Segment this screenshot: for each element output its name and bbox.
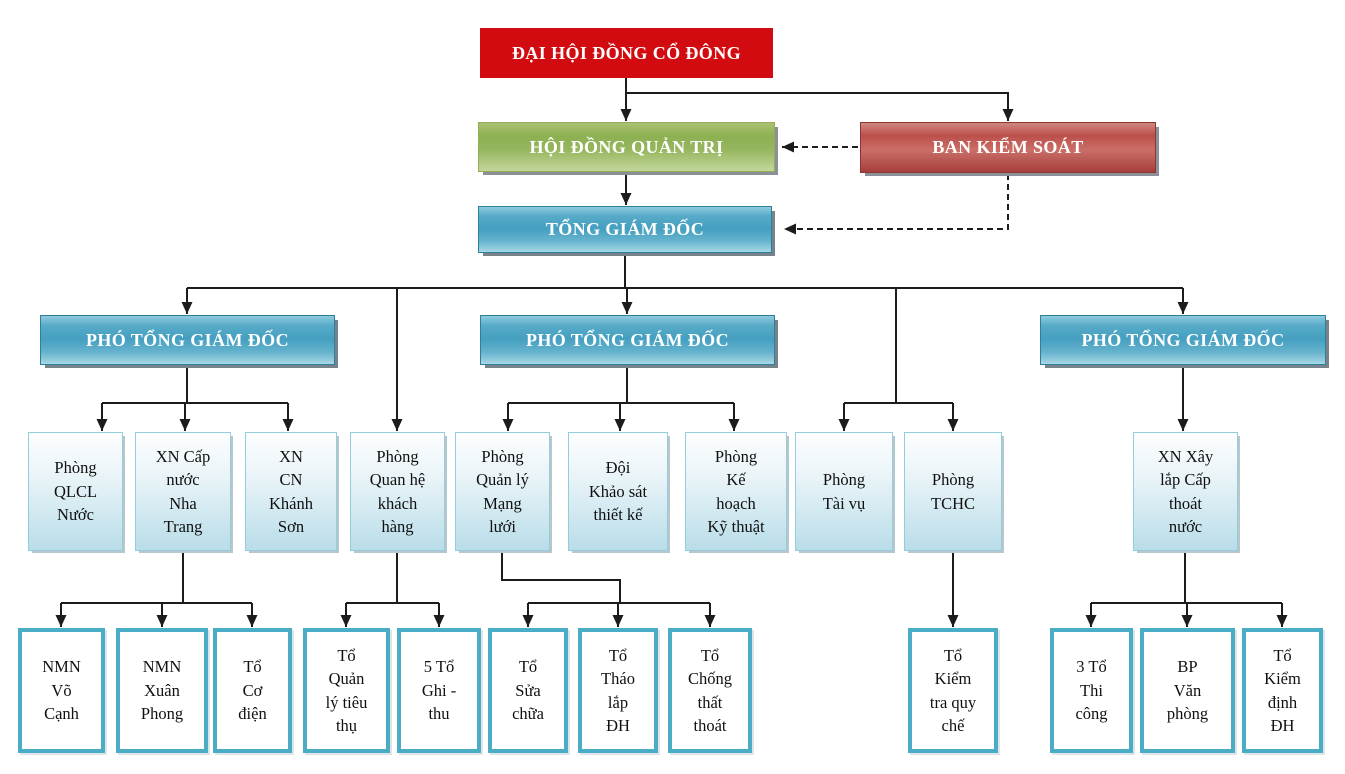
node-label: XN Cấp nước Nha Trang	[155, 446, 211, 536]
node-label: PHÓ TỔNG GIÁM ĐỐC	[1081, 329, 1285, 350]
node-team-to-thao-lap-dh: Tổ Tháo lắp ĐH	[578, 628, 658, 753]
node-team-bp-van-phong: BP Văn phòng	[1140, 628, 1235, 753]
node-label: XN Xây lắp Cấp thoát nước	[1157, 446, 1214, 536]
node-dept-quan-ly-mang-luoi: Phòng Quản lý Mạng lưới	[455, 432, 550, 551]
node-label: BP Văn phòng	[1166, 657, 1209, 724]
node-board-of-directors: HỘI ĐỒNG QUẢN TRỊ	[478, 122, 775, 172]
node-label: Tổ Kiểm tra quy chế	[929, 645, 977, 735]
node-label: Phòng Quản lý Mạng lưới	[476, 446, 529, 536]
node-shareholders-meeting: ĐẠI HỘI ĐỒNG CỔ ĐÔNG	[480, 28, 773, 78]
node-dept-tchc: Phòng TCHC	[904, 432, 1002, 551]
node-team-5-to-ghi-thu: 5 Tổ Ghi - thu	[397, 628, 481, 753]
node-label: Tổ Quản lý tiêu thụ	[325, 645, 368, 735]
node-label: Tổ Kiểm định ĐH	[1264, 645, 1301, 735]
node-label: Phòng Tài vụ	[822, 470, 866, 513]
node-dept-quan-he-khach-hang: Phòng Quan hệ khách hàng	[350, 432, 445, 551]
node-dept-tai-vu: Phòng Tài vụ	[795, 432, 893, 551]
node-label: BAN KIỂM SOÁT	[932, 137, 1084, 157]
node-label: Phòng QLCL Nước	[53, 458, 98, 525]
node-team-nmn-xuan-phong: NMN Xuân Phong	[116, 628, 208, 753]
node-deputy-general-director-left: PHÓ TỔNG GIÁM ĐỐC	[40, 315, 335, 365]
node-team-nmn-vo-canh: NMN Võ Cạnh	[18, 628, 105, 753]
node-label: Phòng TCHC	[930, 470, 975, 513]
node-label: HỘI ĐỒNG QUẢN TRỊ	[529, 136, 724, 157]
node-dept-doi-khao-sat-thiet-ke: Đội Khảo sát thiết kế	[568, 432, 668, 551]
node-deputy-general-director-mid: PHÓ TỔNG GIÁM ĐỐC	[480, 315, 775, 365]
node-label: ĐẠI HỘI ĐỒNG CỔ ĐÔNG	[511, 42, 741, 63]
node-deputy-general-director-right: PHÓ TỔNG GIÁM ĐỐC	[1040, 315, 1326, 365]
node-general-director: TỔNG GIÁM ĐỐC	[478, 206, 772, 253]
node-label: 3 Tổ Thi công	[1075, 657, 1108, 724]
node-label: NMN Xuân Phong	[140, 657, 184, 724]
node-label: Tổ Sửa chữa	[512, 657, 544, 724]
node-team-to-quan-ly-tieu-thu: Tổ Quản lý tiêu thụ	[303, 628, 390, 753]
node-label: PHÓ TỔNG GIÁM ĐỐC	[526, 329, 729, 350]
node-label: Tổ Chống thất thoát	[687, 645, 732, 735]
solid-connectors	[55, 78, 1288, 627]
node-label: TỔNG GIÁM ĐỐC	[545, 219, 705, 239]
node-label: Tổ Cơ điện	[238, 657, 267, 724]
node-label: Phòng Kế hoạch Kỹ thuật	[707, 446, 765, 536]
node-dept-xn-cn-khanh-son: XN CN Khánh Sơn	[245, 432, 337, 551]
node-team-to-kiem-tra-quy-che: Tổ Kiểm tra quy chế	[908, 628, 998, 753]
dashed-supervision-connectors	[782, 141, 1009, 235]
node-supervisory-board: BAN KIỂM SOÁT	[860, 122, 1156, 173]
node-label: XN CN Khánh Sơn	[269, 446, 313, 536]
node-label: PHÓ TỔNG GIÁM ĐỐC	[86, 329, 289, 350]
node-team-to-sua-chua: Tổ Sửa chữa	[488, 628, 568, 753]
node-dept-qlcl-nuoc: Phòng QLCL Nước	[28, 432, 123, 551]
node-dept-ke-hoach-ky-thuat: Phòng Kế hoạch Kỹ thuật	[685, 432, 787, 551]
node-team-3-to-thi-cong: 3 Tổ Thi công	[1050, 628, 1133, 753]
node-label: Đội Khảo sát thiết kế	[588, 458, 648, 525]
node-label: NMN Võ Cạnh	[42, 657, 81, 724]
node-label: Tổ Tháo lắp ĐH	[601, 645, 635, 735]
node-dept-xn-cap-nuoc-nha-trang: XN Cấp nước Nha Trang	[135, 432, 231, 551]
node-label: Phòng Quan hệ khách hàng	[369, 446, 426, 536]
node-team-to-chong-that-thoat: Tổ Chống thất thoát	[668, 628, 752, 753]
node-team-to-kiem-dinh-dh: Tổ Kiểm định ĐH	[1242, 628, 1323, 753]
node-label: 5 Tổ Ghi - thu	[421, 657, 457, 724]
node-team-to-co-dien: Tổ Cơ điện	[213, 628, 292, 753]
node-dept-xn-xay-lap-cap-thoat-nuoc: XN Xây lắp Cấp thoát nước	[1133, 432, 1238, 551]
